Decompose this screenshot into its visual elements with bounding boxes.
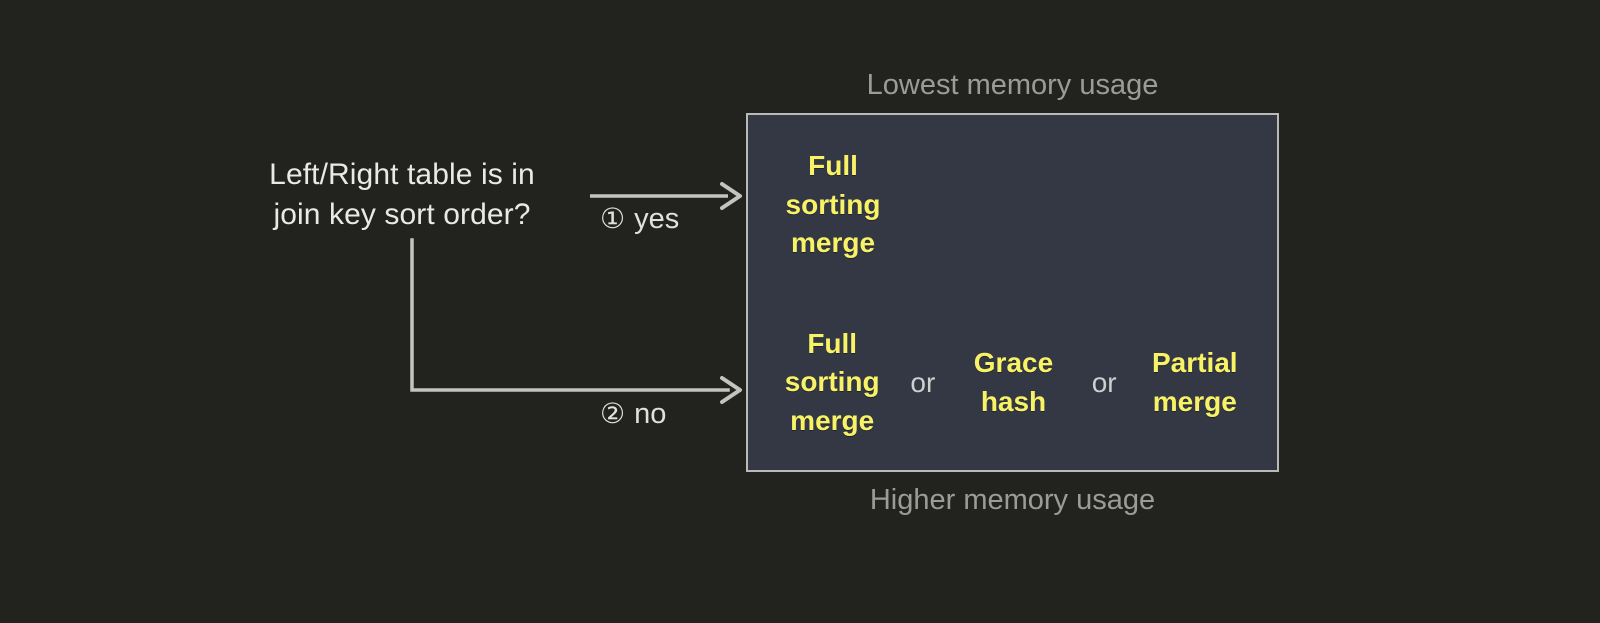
no-elbow-line [410, 238, 730, 392]
branch-label-yes: ① yes [600, 205, 679, 234]
decision-question: Left/Right table is in join key sort ord… [269, 158, 535, 231]
caption-lowest-memory: Lowest memory usage [866, 69, 1159, 101]
yes-arrowhead [720, 182, 742, 210]
option-row-sorted: Full sorting merge [758, 130, 908, 280]
branch-yes-text: yes [634, 203, 680, 235]
option-full-sorting-merge-sorted: Full sorting merge [785, 150, 881, 259]
circled-one-icon: ① [600, 203, 626, 234]
option-partial-merge: Partial merge [1151, 346, 1238, 417]
or-separator-2: or [1091, 366, 1117, 398]
circled-two-icon: ② [600, 398, 626, 429]
option-full-sorting-merge-unsorted: Full sorting merge [784, 327, 880, 436]
caption-higher-memory: Higher memory usage [869, 484, 1156, 516]
branch-label-no: ② no [600, 400, 666, 429]
option-row-unsorted: Full sorting merge or Grace hash or Part… [758, 305, 1269, 460]
or-separator-1: or [910, 366, 936, 398]
result-panel: Full sorting merge Full sorting merge or… [746, 113, 1279, 472]
option-grace-hash: Grace hash [973, 346, 1054, 417]
branch-no-text: no [634, 398, 667, 430]
no-arrowhead [720, 376, 742, 404]
